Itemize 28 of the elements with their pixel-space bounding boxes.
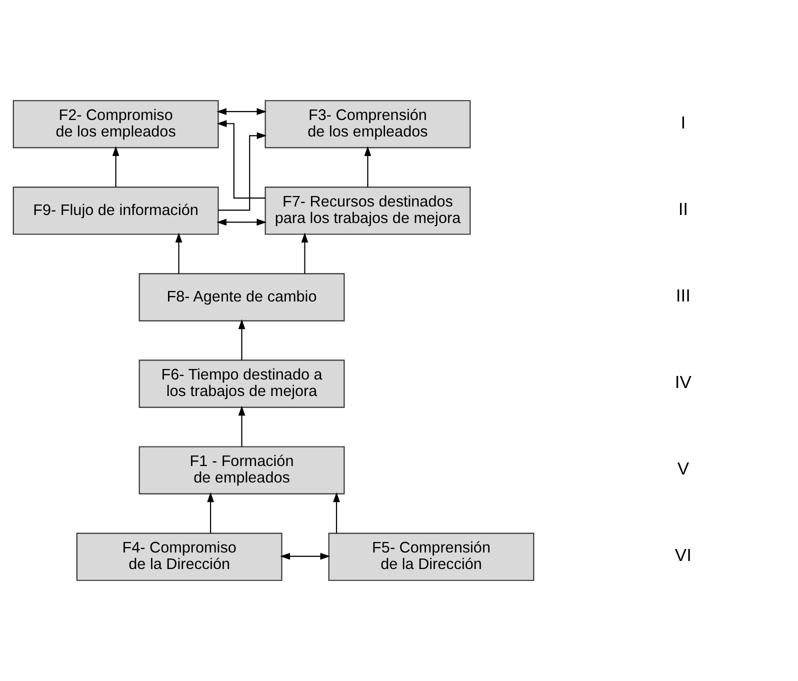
arrow [206,492,214,534]
arrow [332,492,340,534]
node-box: F6- Tiempo destinado a los trabajos de mejora [138,360,344,408]
arrow [238,406,245,447]
node-box: F3- Comprensión de los empleados [264,100,470,148]
arrow [218,132,266,211]
arrow [280,552,330,560]
arrow [238,319,245,360]
node-box: F7- Recursos destinados para los trabajos de mejora [264,186,470,235]
label: V [676,458,689,478]
node-box: F1 - Formación de empleados [138,446,344,494]
arrow [216,120,265,199]
arrow [112,146,119,188]
arrow [216,108,266,116]
node-box: F5- Comprensión de la Dirección [328,532,534,581]
arrow [364,146,371,188]
arrow [300,232,308,274]
node-box: F4- Compromiso de la Dirección [76,532,282,581]
arrow [216,218,266,226]
label: II [678,198,688,219]
node-box: F2- Compromiso de los empleados [12,100,218,148]
label: VI [674,545,691,565]
node-box: F8- Agente de cambio [138,273,344,322]
label: III [675,285,690,306]
label: I [680,112,686,132]
label: IV [674,372,691,392]
arrow [174,232,182,274]
node-box: F9- Flujo de información [12,186,218,235]
